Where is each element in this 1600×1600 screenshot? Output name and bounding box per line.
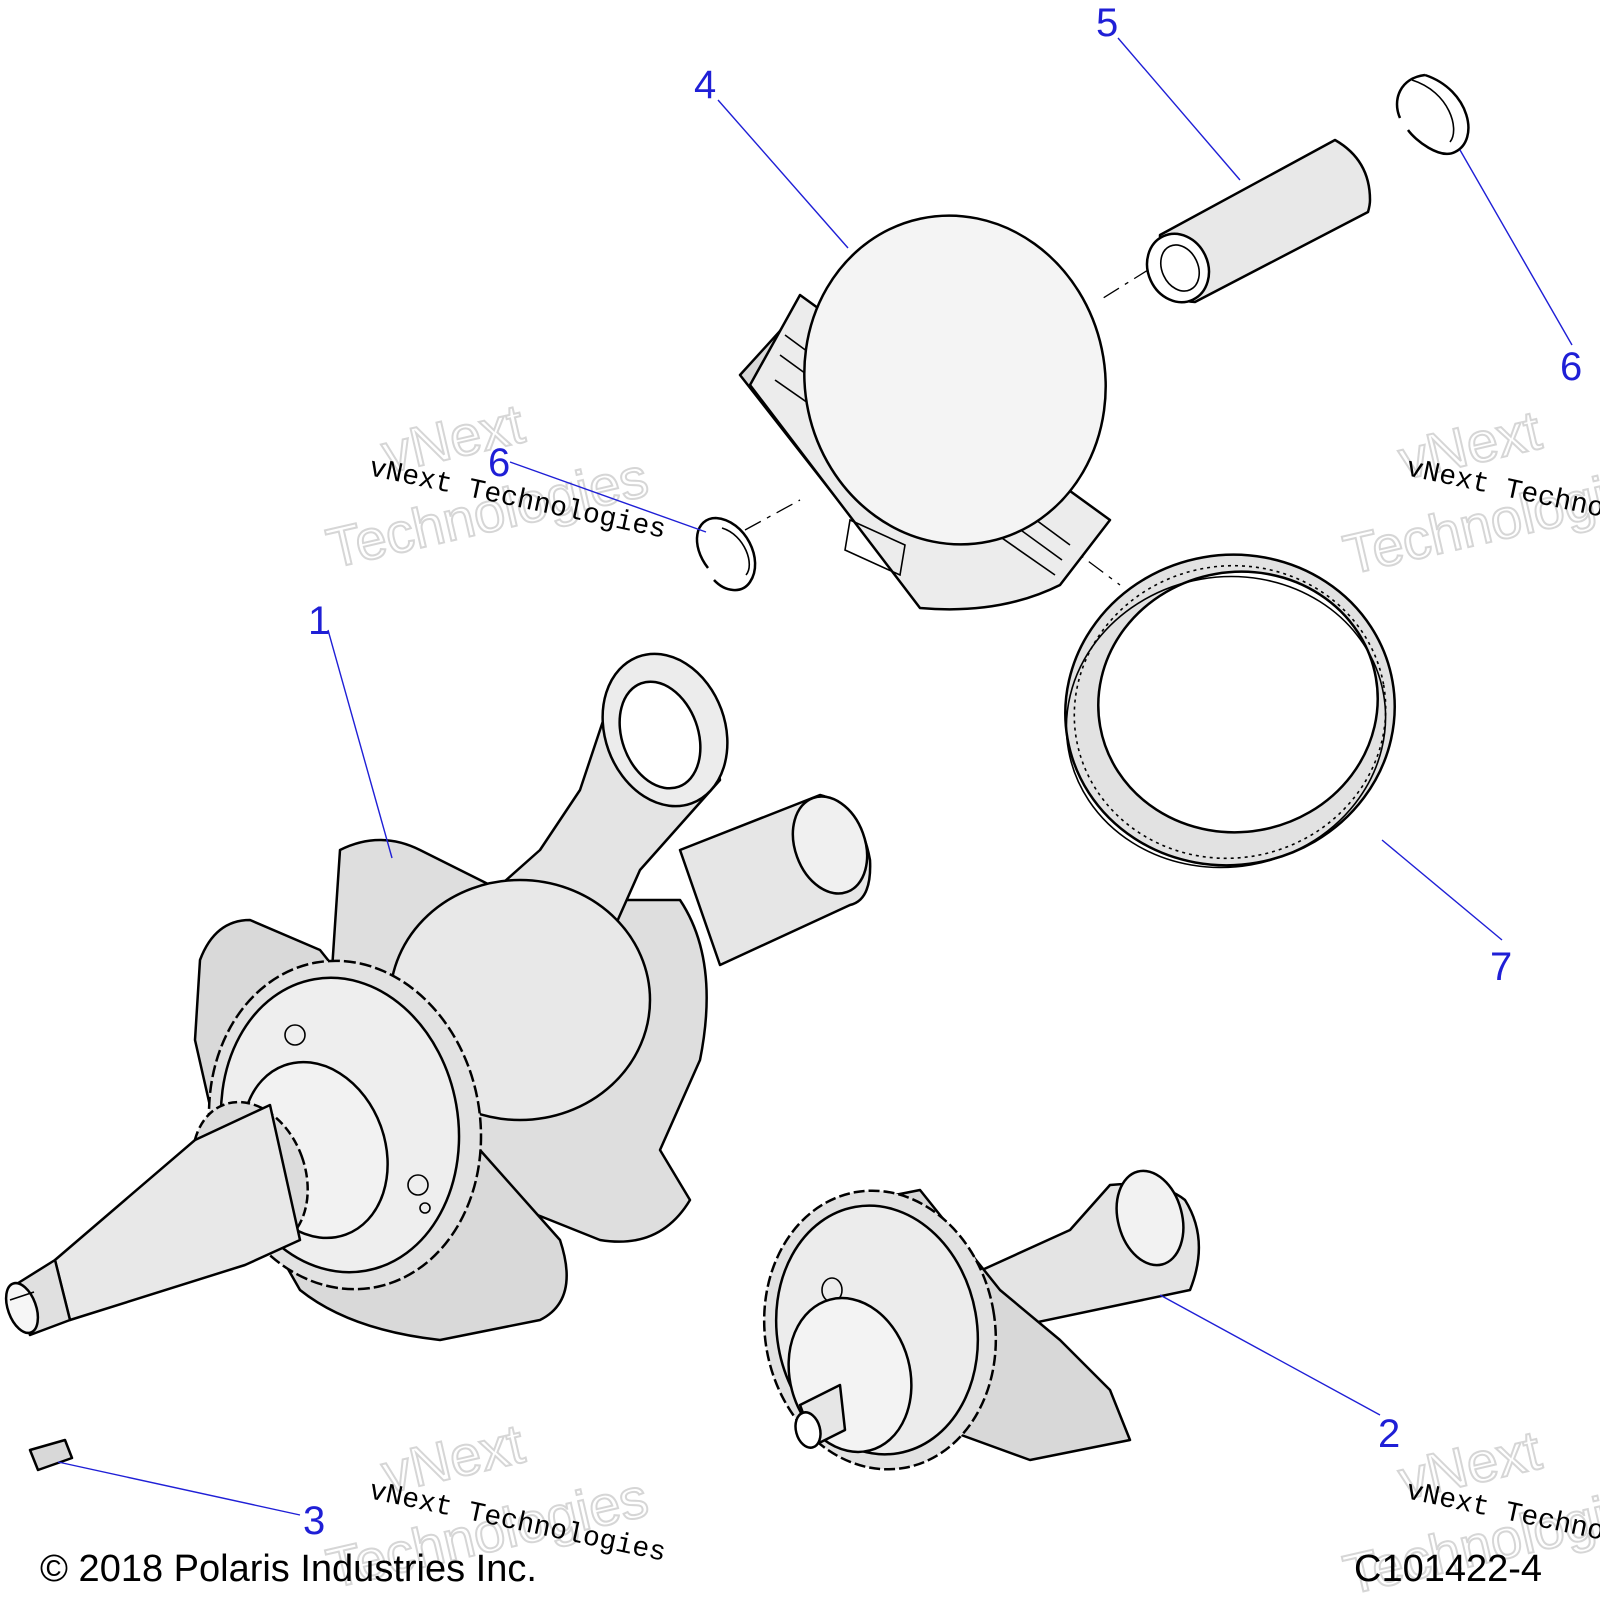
- crankshaft-assembly[interactable]: [0, 636, 880, 1342]
- leader-line-4: [717, 99, 849, 249]
- leader-line-1: [327, 629, 393, 859]
- balance-shaft[interactable]: [742, 1163, 1201, 1487]
- leader-line-3: [57, 1461, 301, 1516]
- circlip-left[interactable]: [695, 516, 757, 592]
- leader-line-6b: [509, 461, 707, 533]
- callouts: 1 2 3 4 5 6 6 7: [303, 1, 1582, 1543]
- callout-6-right[interactable]: 6: [1560, 345, 1582, 389]
- leader-lines: [57, 37, 1573, 1516]
- callout-2[interactable]: 2: [1378, 1412, 1400, 1456]
- callout-3[interactable]: 3: [303, 1499, 325, 1543]
- leader-line-5: [1117, 37, 1241, 181]
- copyright-notice: © 2018 Polaris Industries Inc.: [40, 1548, 537, 1590]
- leader-line-6a: [1459, 149, 1573, 346]
- circlip-right[interactable]: [1395, 73, 1470, 156]
- callout-1[interactable]: 1: [308, 599, 330, 643]
- leader-line-2: [1159, 1294, 1381, 1416]
- callout-7[interactable]: 7: [1490, 945, 1512, 989]
- callout-4[interactable]: 4: [694, 63, 716, 107]
- woodruff-key[interactable]: [28, 1438, 74, 1472]
- piston-pin[interactable]: [1136, 138, 1372, 312]
- callout-5[interactable]: 5: [1096, 1, 1118, 45]
- piston-ring-set[interactable]: [1041, 529, 1420, 893]
- drawing-number: C101422-4: [1354, 1548, 1543, 1590]
- callout-6-left[interactable]: 6: [488, 441, 510, 485]
- piston[interactable]: [738, 187, 1136, 611]
- leader-line-7: [1381, 839, 1503, 941]
